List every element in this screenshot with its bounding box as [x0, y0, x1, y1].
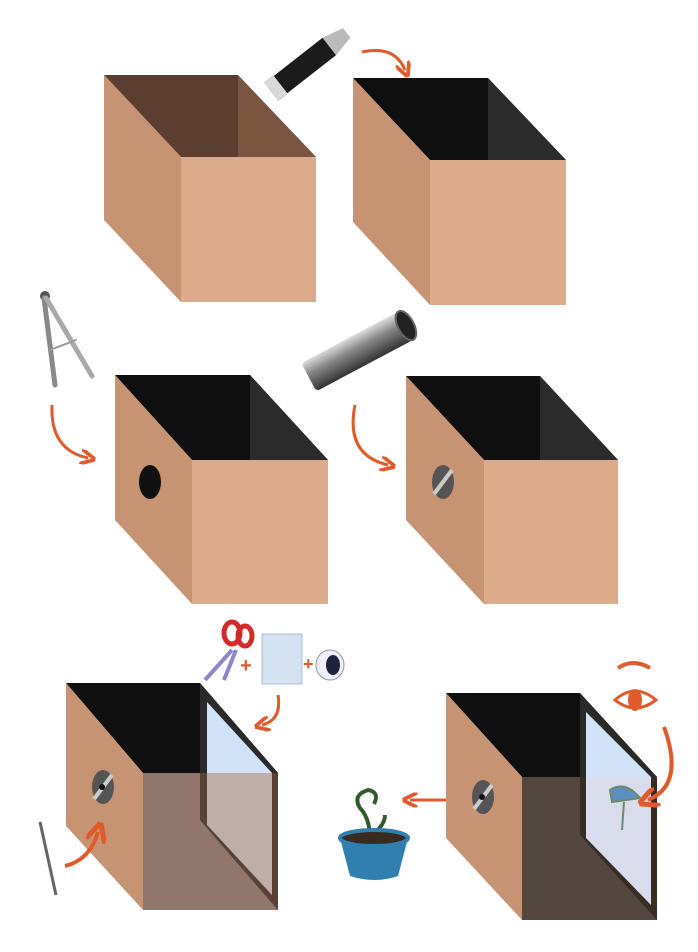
box-step-4	[406, 376, 618, 604]
hole	[139, 465, 161, 499]
tape-roll-icon	[315, 649, 345, 681]
paint-tube-icon	[263, 28, 351, 102]
arrow-step-5	[64, 832, 98, 868]
compass-icon	[40, 291, 95, 388]
scissors-icon	[203, 619, 255, 682]
tube-icon	[302, 309, 418, 390]
plus-sign: +	[303, 654, 314, 674]
arrow-step-1	[361, 49, 405, 70]
pin-icon	[38, 821, 58, 896]
box-step-1	[104, 75, 316, 302]
box-step-6	[446, 693, 657, 920]
box-step-5	[66, 683, 278, 910]
box-step-2	[353, 78, 566, 305]
arrow-step-7	[648, 726, 674, 800]
arrow-step-2	[50, 404, 88, 458]
arrow-step-4	[262, 694, 281, 725]
paper-sheet-icon	[261, 633, 303, 685]
arrow-step-3	[351, 404, 388, 465]
plus-sign: +	[240, 655, 252, 677]
eye-icon	[612, 661, 659, 711]
plant-pot-icon	[338, 787, 410, 880]
box-step-3	[115, 375, 328, 604]
